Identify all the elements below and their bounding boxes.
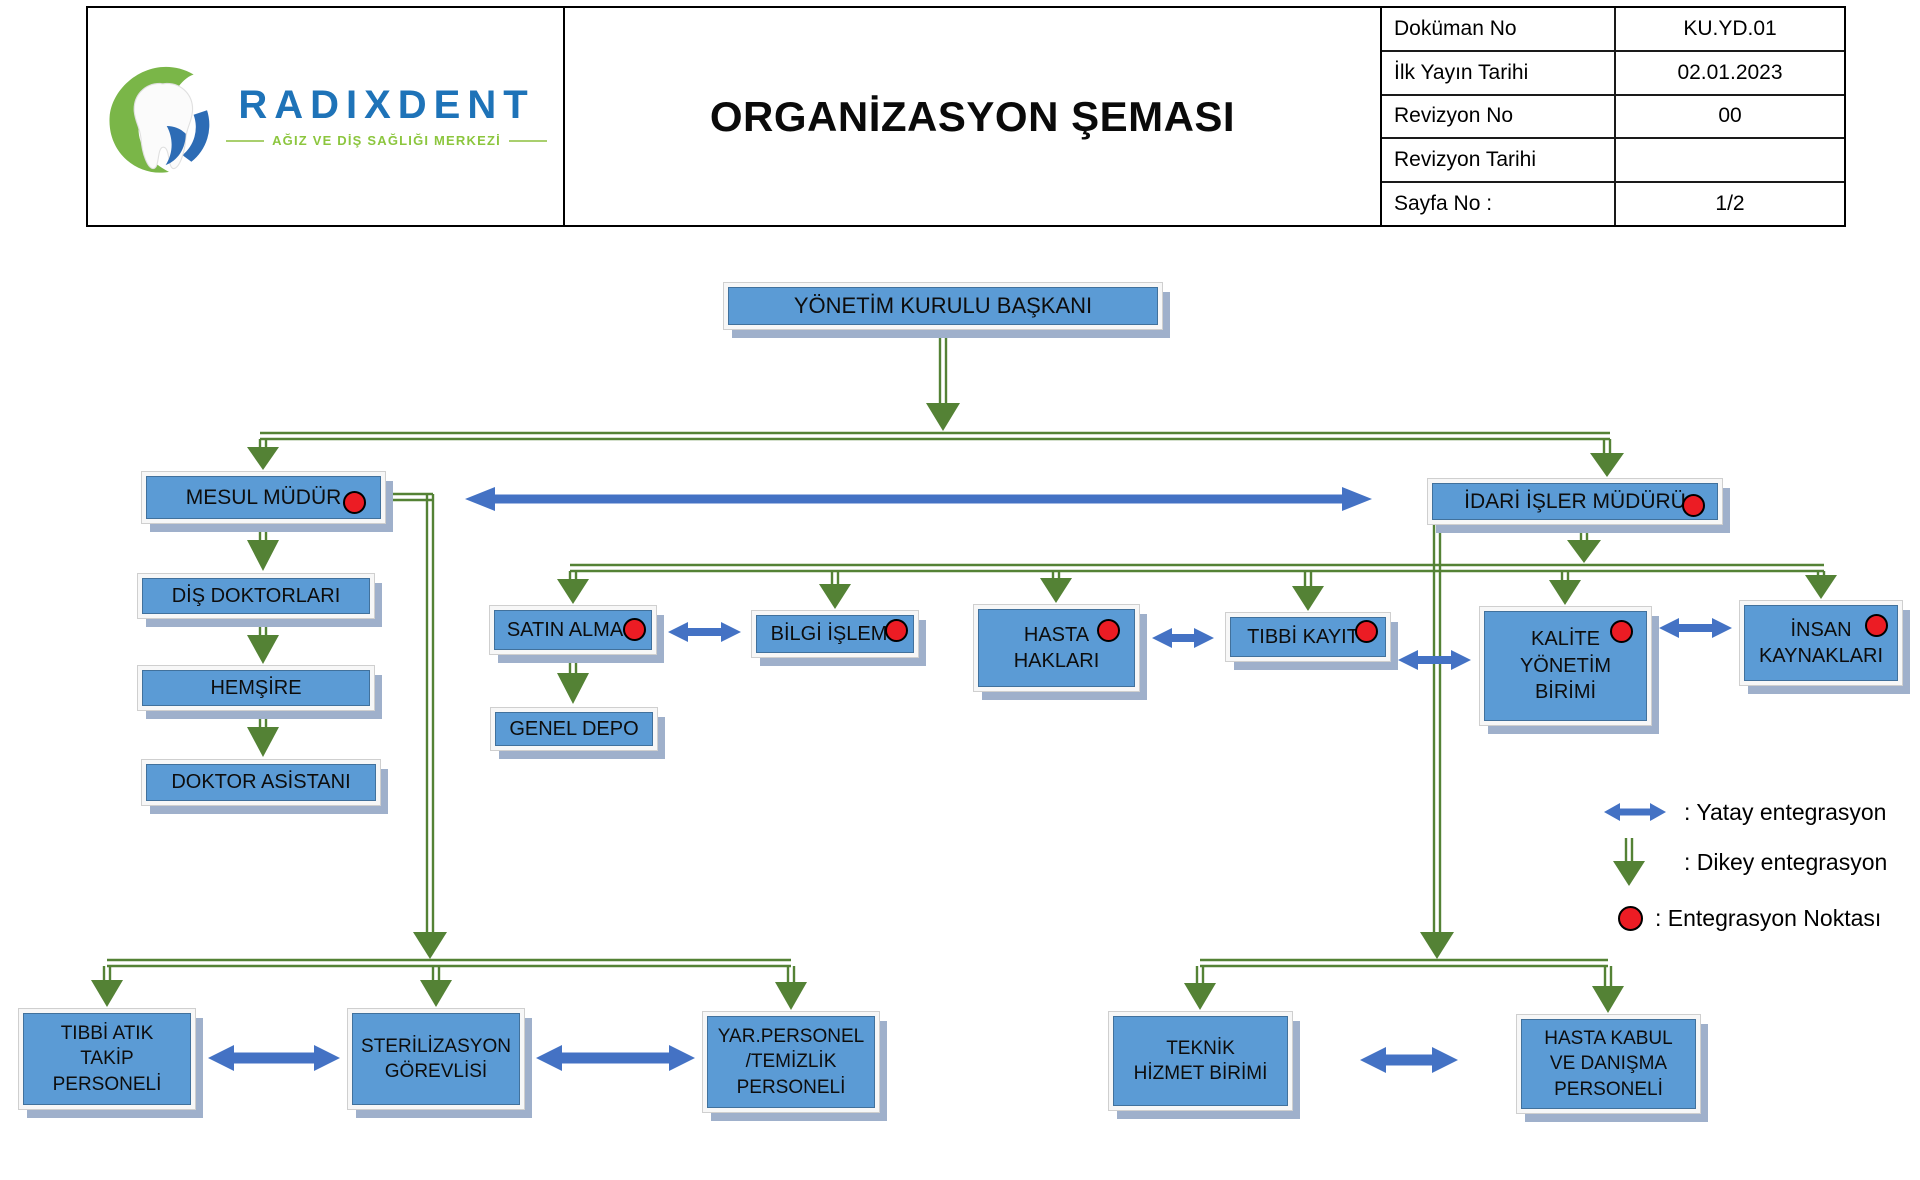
brand-text-block: RADIXDENT AĞIZ VE DİŞ SAĞLIĞI MERKEZİ [226, 85, 547, 148]
node-tibbi-atik-takip-personeli: TIBBİ ATIK TAKİP PERSONELİ [18, 1008, 196, 1110]
integration-point-dot [343, 491, 366, 514]
title-cell: ORGANİZASYON ŞEMASI [563, 8, 1380, 225]
node-label: İNSAN KAYNAKLARI [1758, 618, 1884, 667]
horizontal-arrow-icon [1604, 803, 1666, 821]
legend-label: : Dikey entegrasyon [1684, 848, 1888, 875]
node-label: YÖNETİM KURULU BAŞKANI [793, 293, 1093, 319]
node-dis-doktorlari: DİŞ DOKTORLARI [137, 573, 375, 619]
node-label: TIBBİ ATIK TAKİP PERSONELİ [52, 1023, 162, 1095]
node-hasta-kabul-ve-danisma-personeli: HASTA KABUL VE DANIŞMA PERSONELİ [1516, 1014, 1701, 1114]
table-row: Doküman No KU.YD.01 [1382, 8, 1844, 52]
node-label: KALİTE YÖNETİM BİRİMİ [1519, 628, 1612, 704]
integration-point-dot [1682, 494, 1705, 517]
page-no-value: 1/2 [1614, 183, 1844, 225]
node-label: HEMŞİRE [210, 676, 302, 699]
node-label: İDARİ İŞLER MÜDÜRÜ [1464, 489, 1686, 513]
brand-tagline-row: AĞIZ VE DİŞ SAĞLIĞI MERKEZİ [226, 133, 547, 148]
legend-label: : Yatay entegrasyon [1684, 798, 1887, 825]
node-label: GENEL DEPO [509, 717, 639, 740]
table-row: Revizyon No 00 [1382, 95, 1844, 140]
node-label: MESUL MÜDÜR [185, 485, 342, 509]
node-hasta-haklari: HASTA HAKLARI [973, 604, 1140, 692]
table-row: Revizyon Tarihi [1382, 139, 1844, 184]
integration-point-dot [1355, 620, 1378, 643]
integration-point-dot [885, 619, 908, 642]
doc-no-label: Doküman No [1394, 16, 1517, 40]
node-kalite-yonetim-birimi: KALİTE YÖNETİM BİRİMİ [1479, 606, 1652, 726]
first-issue-date-label: İlk Yayın Tarihi [1394, 60, 1529, 84]
node-sterilizasyon-gorevlisi: STERİLİZASYON GÖREVLİSİ [347, 1008, 525, 1110]
tagline-divider [508, 139, 547, 142]
node-teknik-hizmet-birimi: TEKNİK HİZMET BİRİMİ [1108, 1011, 1293, 1111]
node-label: BİLGİ İŞLEM [770, 622, 888, 645]
document-header: RADIXDENT AĞIZ VE DİŞ SAĞLIĞI MERKEZİ OR… [86, 6, 1846, 227]
document-info-table: Doküman No KU.YD.01 İlk Yayın Tarihi 02.… [1380, 8, 1844, 225]
node-satin-alma: SATIN ALMA [489, 605, 657, 655]
integration-point-dot [1610, 620, 1633, 643]
node-label: STERİLİZASYON GÖREVLİSİ [361, 1035, 511, 1082]
logo-cell: RADIXDENT AĞIZ VE DİŞ SAĞLIĞI MERKEZİ [88, 8, 563, 225]
revision-no-label: Revizyon No [1394, 104, 1514, 128]
node-label: HASTA KABUL VE DANIŞMA PERSONELİ [1544, 1028, 1673, 1100]
node-genel-depo: GENEL DEPO [490, 707, 658, 751]
node-label: HASTA HAKLARI [1013, 623, 1100, 672]
node-label: TEKNİK HİZMET BİRİMİ [1133, 1037, 1268, 1084]
integration-point-dot [1097, 619, 1120, 642]
brand-tagline: AĞIZ VE DİŞ SAĞLIĞI MERKEZİ [272, 133, 501, 148]
node-label: DOKTOR ASİSTANI [171, 771, 351, 794]
table-row: İlk Yayın Tarihi 02.01.2023 [1382, 51, 1844, 96]
tagline-divider [226, 139, 265, 142]
node-mesul-mudur: MESUL MÜDÜR [141, 471, 386, 524]
node-label: SATIN ALMA [506, 618, 624, 641]
legend-item-yatay: : Yatay entegrasyon [1596, 795, 1886, 829]
integration-point-dot [623, 618, 646, 641]
node-label: TIBBİ KAYIT [1247, 625, 1359, 648]
revision-date-label: Revizyon Tarihi [1394, 148, 1537, 172]
node-label: DİŞ DOKTORLARI [171, 584, 341, 607]
first-issue-date-value: 02.01.2023 [1614, 51, 1844, 94]
company-logo: RADIXDENT AĞIZ VE DİŞ SAĞLIĞI MERKEZİ [104, 61, 547, 173]
revision-date-value [1614, 139, 1844, 182]
revision-no-value: 00 [1614, 95, 1844, 138]
node-label: YAR.PERSONEL /TEMİZLİK PERSONELİ [717, 1026, 865, 1098]
legend-label: : Entegrasyon Noktası [1655, 904, 1882, 931]
table-row: Sayfa No : 1/2 [1382, 183, 1844, 225]
red-dot-icon [1618, 905, 1643, 931]
node-hemsire: HEMŞİRE [137, 665, 375, 711]
tooth-logo-icon [109, 66, 210, 173]
brand-name: RADIXDENT [238, 83, 535, 127]
integration-point-dot [1865, 614, 1888, 637]
node-bilgi-islem: BİLGİ İŞLEM [751, 610, 919, 658]
doc-no-value: KU.YD.01 [1614, 8, 1844, 50]
vertical-arrow-icon [1613, 838, 1645, 886]
node-tibbi-kayit: TIBBİ KAYIT [1225, 612, 1391, 662]
legend-item-entegrasyon-noktasi: : Entegrasyon Noktası [1596, 901, 1881, 935]
node-yar-personel-temizlik-personeli: YAR.PERSONEL /TEMİZLİK PERSONELİ [702, 1011, 880, 1113]
node-insan-kaynaklari: İNSAN KAYNAKLARI [1739, 600, 1903, 686]
node-idari-isler-muduru: İDARİ İŞLER MÜDÜRÜ [1427, 478, 1723, 525]
node-doktor-asistani: DOKTOR ASİSTANI [141, 759, 381, 806]
page-title: ORGANİZASYON ŞEMASI [709, 92, 1236, 140]
node-yonetim-kurulu-baskani: YÖNETİM KURULU BAŞKANI [723, 282, 1163, 330]
page-no-label: Sayfa No : [1394, 192, 1493, 216]
legend-item-dikey: : Dikey entegrasyon [1596, 836, 1887, 888]
